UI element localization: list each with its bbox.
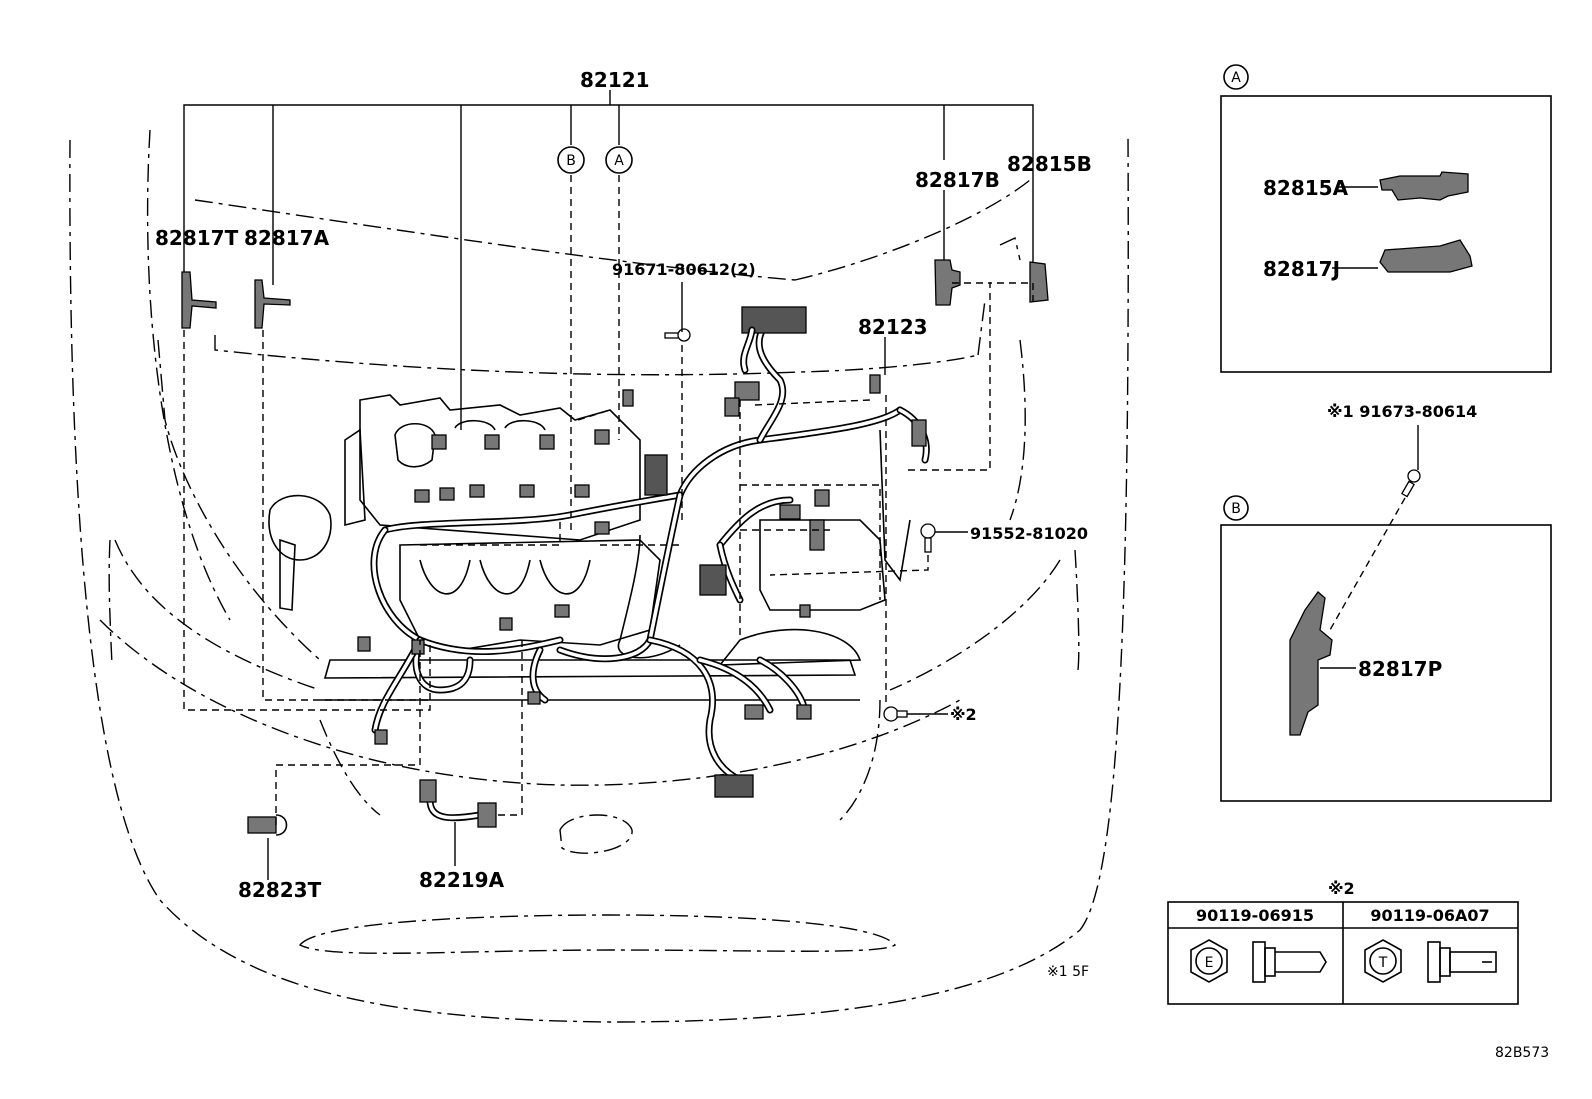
reference-dashed-lines	[183, 175, 1034, 825]
detail-panel-A: A 82815A 82817J	[1220, 64, 1552, 373]
label-82817T: 82817T	[155, 226, 239, 250]
label-91671-80612: 91671-80612(2)	[612, 260, 756, 279]
clamp-82815B-drawing	[1029, 261, 1049, 303]
bolt-91671-drawing	[664, 328, 691, 342]
clamp-82817T-drawing	[181, 271, 217, 329]
label-note2: ※2	[950, 705, 977, 724]
panel-B-callout: B	[1231, 501, 1241, 517]
bolt-table-part-2: 90119-06A07	[1370, 906, 1489, 925]
engine-block	[268, 394, 911, 701]
label-note-1-5F: ※1 5F	[1047, 964, 1089, 980]
detail-panel-B: ※1 91673-80614 B 82817P	[1220, 402, 1552, 802]
label-82121: 82121	[580, 68, 650, 92]
bolt-91552-drawing	[920, 523, 936, 553]
diagram-code: 82B573	[1495, 1045, 1549, 1061]
label-82817A: 82817A	[244, 226, 330, 250]
vehicle-body-outline	[69, 129, 1129, 1023]
label-82817B: 82817B	[915, 168, 1000, 192]
bolt-table-part-1: 90119-06915	[1196, 906, 1314, 925]
svg-text:B: B	[566, 153, 576, 169]
bolt-table-title: ※2	[1328, 879, 1355, 898]
bolt-side-E-icon	[1252, 941, 1327, 983]
part-82823T-drawing	[247, 814, 288, 836]
bolt-side-T-icon	[1427, 941, 1497, 983]
part-82219A-drawing	[419, 779, 497, 828]
label-91673-80614: ※1 91673-80614	[1327, 402, 1477, 421]
battery-connector	[740, 306, 807, 374]
bolt-head-E-icon: E	[1190, 939, 1228, 983]
clamp-82817B-drawing	[934, 259, 961, 306]
bolt-head-T-icon: T	[1364, 939, 1402, 983]
label-82815A: 82815A	[1263, 176, 1349, 200]
wire-harness-82121	[357, 316, 930, 822]
callout-A-main: A	[605, 146, 633, 174]
svg-text:E: E	[1205, 955, 1214, 971]
label-82823T: 82823T	[238, 878, 322, 902]
leader-lines	[183, 90, 1034, 880]
label-82817J: 82817J	[1263, 257, 1340, 281]
svg-text:T: T	[1378, 955, 1388, 971]
panel-A-callout: A	[1231, 70, 1241, 86]
label-82817P: 82817P	[1358, 657, 1442, 681]
svg-text:A: A	[614, 153, 624, 169]
bolt-table: ※2 90119-06915 90119-06A07 E T	[1167, 879, 1519, 1005]
bolt-note2-drawing	[883, 706, 908, 722]
label-91552-81020: 91552-81020	[970, 524, 1088, 543]
callout-B-main: B	[557, 146, 585, 174]
label-82219A: 82219A	[419, 868, 505, 892]
label-82123: 82123	[858, 315, 928, 339]
label-82815B: 82815B	[1007, 152, 1092, 176]
clamp-82817A-drawing	[254, 279, 291, 329]
